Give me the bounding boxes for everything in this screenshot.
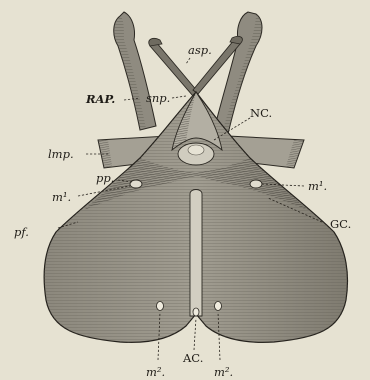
aperture-m2-left — [157, 302, 164, 311]
label-m2-left: m². — [146, 365, 165, 379]
central-canal — [190, 190, 202, 317]
label-nc: NC. — [250, 106, 272, 120]
label-pp: pp. — [96, 171, 114, 185]
label-asp: asp. — [188, 43, 212, 57]
aperture-m1-right — [250, 180, 262, 188]
aperture-ac — [193, 308, 199, 316]
label-snp: snp. — [146, 91, 170, 105]
label-rap: RAP. — [85, 92, 115, 106]
label-pf: pf. — [14, 225, 29, 239]
label-gc: GC. — [330, 217, 351, 231]
label-lmp: lmp. — [48, 147, 74, 161]
label-m2-right: m². — [214, 365, 233, 379]
label-m1-left: m¹. — [52, 190, 71, 204]
label-ac: AC. — [182, 351, 203, 365]
left-rod — [114, 12, 156, 130]
label-m1-right: m¹. — [308, 179, 327, 193]
aperture-m1-left — [130, 180, 142, 188]
aperture-m2-right — [215, 302, 222, 311]
